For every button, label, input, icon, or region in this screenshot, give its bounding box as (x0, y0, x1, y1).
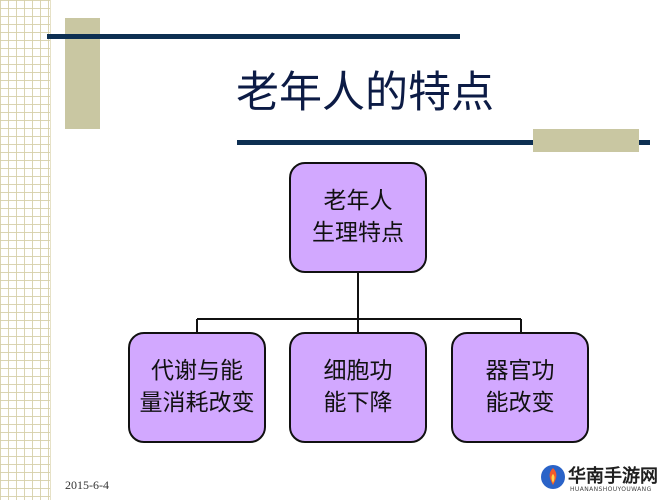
slide-title: 老年人的特点 (236, 68, 494, 118)
flame-logo-icon (541, 465, 565, 489)
decorative-line-bottom (237, 140, 650, 145)
diagram-node-root: 老年人 生理特点 (289, 162, 427, 273)
diagram-node-metabolism: 代谢与能 量消耗改变 (128, 332, 266, 443)
diagram-node-cell-function: 细胞功 能下降 (289, 332, 427, 443)
watermark-logo: 华南手游网 HUANANSHOUYOUWANG (540, 458, 664, 498)
decorative-line-top (47, 34, 460, 39)
decorative-block-right (533, 129, 639, 152)
diagram-node-organ-function: 器官功 能改变 (451, 332, 589, 443)
background-grid-strip (0, 0, 51, 500)
watermark-text: 华南手游网 (568, 466, 658, 487)
slide-date: 2015-6-4 (65, 478, 109, 492)
watermark-subtext: HUANANSHOUYOUWANG (570, 486, 652, 493)
